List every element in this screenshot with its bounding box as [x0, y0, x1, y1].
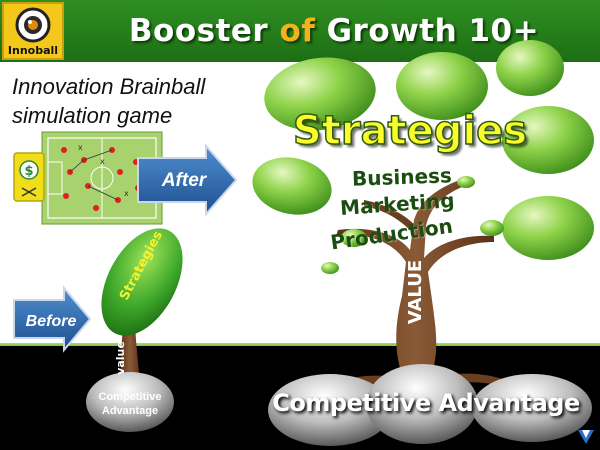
trunk-value-label: VALUE	[405, 257, 426, 327]
svg-text:x: x	[100, 157, 105, 166]
svg-text:x: x	[78, 143, 83, 152]
small-value-label: value	[114, 338, 127, 378]
corner-logo-icon	[576, 428, 596, 446]
branch-business: Business	[352, 163, 453, 190]
before-label: Before	[20, 313, 82, 331]
after-label: After	[142, 170, 226, 192]
svg-text:x: x	[124, 189, 129, 198]
small-competitive-advantage: Competitive Advantage	[90, 390, 170, 418]
big-competitive-advantage: Competitive Advantage	[266, 389, 586, 417]
dollar-icon: $	[14, 153, 44, 201]
small-tree	[85, 215, 199, 384]
svg-text:$: $	[24, 164, 33, 179]
strategies-title: Strategies	[270, 108, 550, 154]
